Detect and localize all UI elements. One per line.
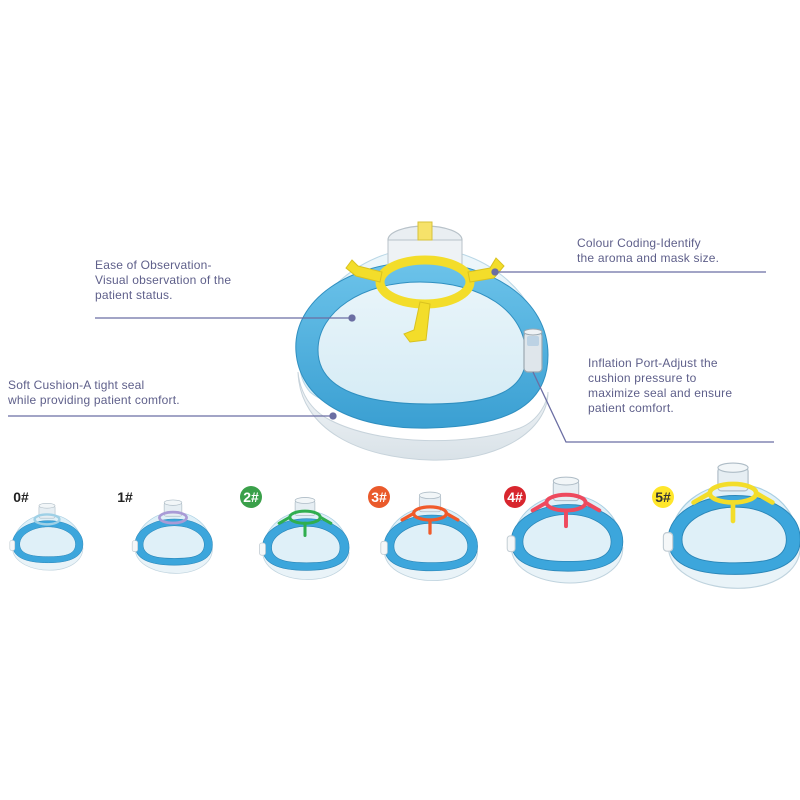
callout-inflation-port-line-1: Inflation Port-Adjust the (588, 356, 718, 370)
callout-inflation-port-line-3: maximize seal and ensure (588, 386, 733, 400)
size-label-1: 1# (117, 489, 133, 505)
size-label-4: 4# (504, 486, 526, 508)
callout-soft-cushion-line-1: Soft Cushion-A tight seal (8, 378, 145, 392)
callout-inflation-port: Inflation Port-Adjust the cushion pressu… (588, 356, 732, 416)
callout-colour-coding: Colour Coding-Identify the aroma and mas… (577, 236, 719, 266)
leader-inflation-port (532, 371, 774, 443)
size-label-3: 3# (368, 486, 390, 508)
mask-hook-bottom (403, 301, 431, 343)
callout-colour-coding-line-1: Colour Coding-Identify (577, 236, 701, 250)
size-label-5: 5# (652, 486, 674, 508)
callout-inflation-port-line-2: cushion pressure to (588, 371, 697, 385)
callout-inflation-port-line-4: patient comfort. (588, 401, 674, 415)
callout-soft-cushion: Soft Cushion-A tight seal while providin… (8, 378, 180, 408)
mask-hook-left (345, 259, 383, 283)
mask-hook-right (467, 257, 505, 283)
leader-soft-cushion-dot (329, 412, 337, 420)
callout-observation-line-3: patient status. (95, 288, 173, 302)
size-label-2: 2# (240, 486, 262, 508)
callout-soft-cushion-line-2: while providing patient comfort. (8, 393, 180, 407)
leader-colour-coding-dot (491, 268, 499, 276)
callout-observation-line-2: Visual observation of the (95, 273, 232, 287)
callout-observation: Ease of Observation- Visual observation … (95, 258, 231, 303)
leader-observation-dot (348, 314, 356, 322)
callout-colour-coding-line-2: the aroma and mask size. (577, 251, 720, 265)
callout-observation-line-1: Ease of Observation- (95, 258, 212, 272)
size-label-0: 0# (13, 489, 29, 505)
